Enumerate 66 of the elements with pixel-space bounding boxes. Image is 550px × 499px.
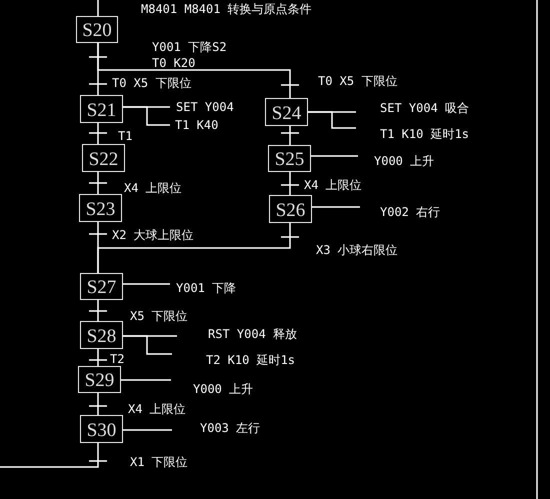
step-label: S27: [86, 278, 116, 299]
action-text: Y002 右行: [360, 203, 440, 219]
step-box: [76, 16, 118, 43]
action-line: [123, 335, 172, 355]
transition-label: T2: [110, 352, 124, 366]
step-box: [80, 273, 123, 300]
connector-line: [0, 443, 99, 468]
transition-label: X5 下限位: [130, 309, 188, 323]
step-label: S26: [276, 201, 306, 222]
action-text: Y001 下降: [170, 280, 236, 295]
connector-line: [97, 300, 99, 321]
transition-label: T0 X5 下限位: [318, 74, 398, 88]
action-line: [312, 206, 360, 208]
step-label: S25: [274, 150, 304, 171]
action-text: T2 K10 延时1s: [172, 350, 296, 367]
note-text: Y001 下降S2: [152, 40, 227, 54]
transition-label: T1: [118, 129, 132, 143]
note-text: T0 K20: [152, 56, 196, 70]
transition-label: T0 X5 下限位: [112, 76, 192, 90]
action-line: [121, 379, 171, 381]
connector-line: [97, 393, 99, 415]
action-line: [308, 111, 356, 129]
step-label: S24: [272, 104, 302, 125]
step-label: S28: [86, 327, 116, 348]
action-text: Y003 左行: [172, 421, 260, 435]
action-line: [123, 106, 170, 126]
step-label: S20: [82, 21, 112, 42]
step-label: S29: [84, 371, 114, 392]
connector-line: [97, 172, 99, 194]
action-text: Y000 上升: [171, 376, 254, 396]
transition-label: X2 大球上限位: [112, 228, 194, 242]
step-box: [80, 415, 123, 443]
step-box: [80, 95, 123, 123]
step-box: [79, 194, 122, 222]
connector-line: [97, 123, 99, 144]
step-box: [82, 144, 125, 172]
connector-line: [97, 223, 291, 273]
note-text: M8401 M8401 转换与原点条件: [141, 2, 312, 16]
action-line: [123, 283, 170, 285]
action-line: [123, 429, 172, 431]
connector-line: [289, 126, 291, 145]
connector-line: [97, 0, 99, 16]
transition-label: X4 上限位: [304, 178, 362, 192]
action-line: [311, 155, 358, 157]
step-label: S22: [88, 150, 118, 171]
action-text: Y000 上升: [358, 152, 434, 168]
connector-line: [97, 349, 99, 366]
action-text: RST Y004 释放: [177, 327, 298, 341]
step-box: [80, 321, 123, 349]
action-text: T1 K10 延时1s: [356, 124, 470, 141]
connector-line: [289, 172, 291, 195]
step-box: [268, 145, 311, 172]
step-box: [269, 195, 312, 223]
transition-label: X1 下限位: [130, 455, 188, 469]
action-text: SET Y004 吸合: [356, 101, 470, 116]
step-box: [265, 98, 308, 126]
transition-label: X4 上限位: [124, 181, 182, 195]
transition-label: X3 小球右限位: [316, 243, 398, 257]
step-box: [78, 366, 121, 393]
step-label: S30: [86, 421, 116, 442]
action-text: T1 K40: [170, 118, 218, 132]
step-label: S23: [86, 200, 116, 221]
action-text: SET Y004: [170, 100, 234, 114]
connector-line: [97, 43, 291, 98]
transition-label: X4 上限位: [128, 402, 186, 416]
step-label: S21: [86, 101, 116, 122]
